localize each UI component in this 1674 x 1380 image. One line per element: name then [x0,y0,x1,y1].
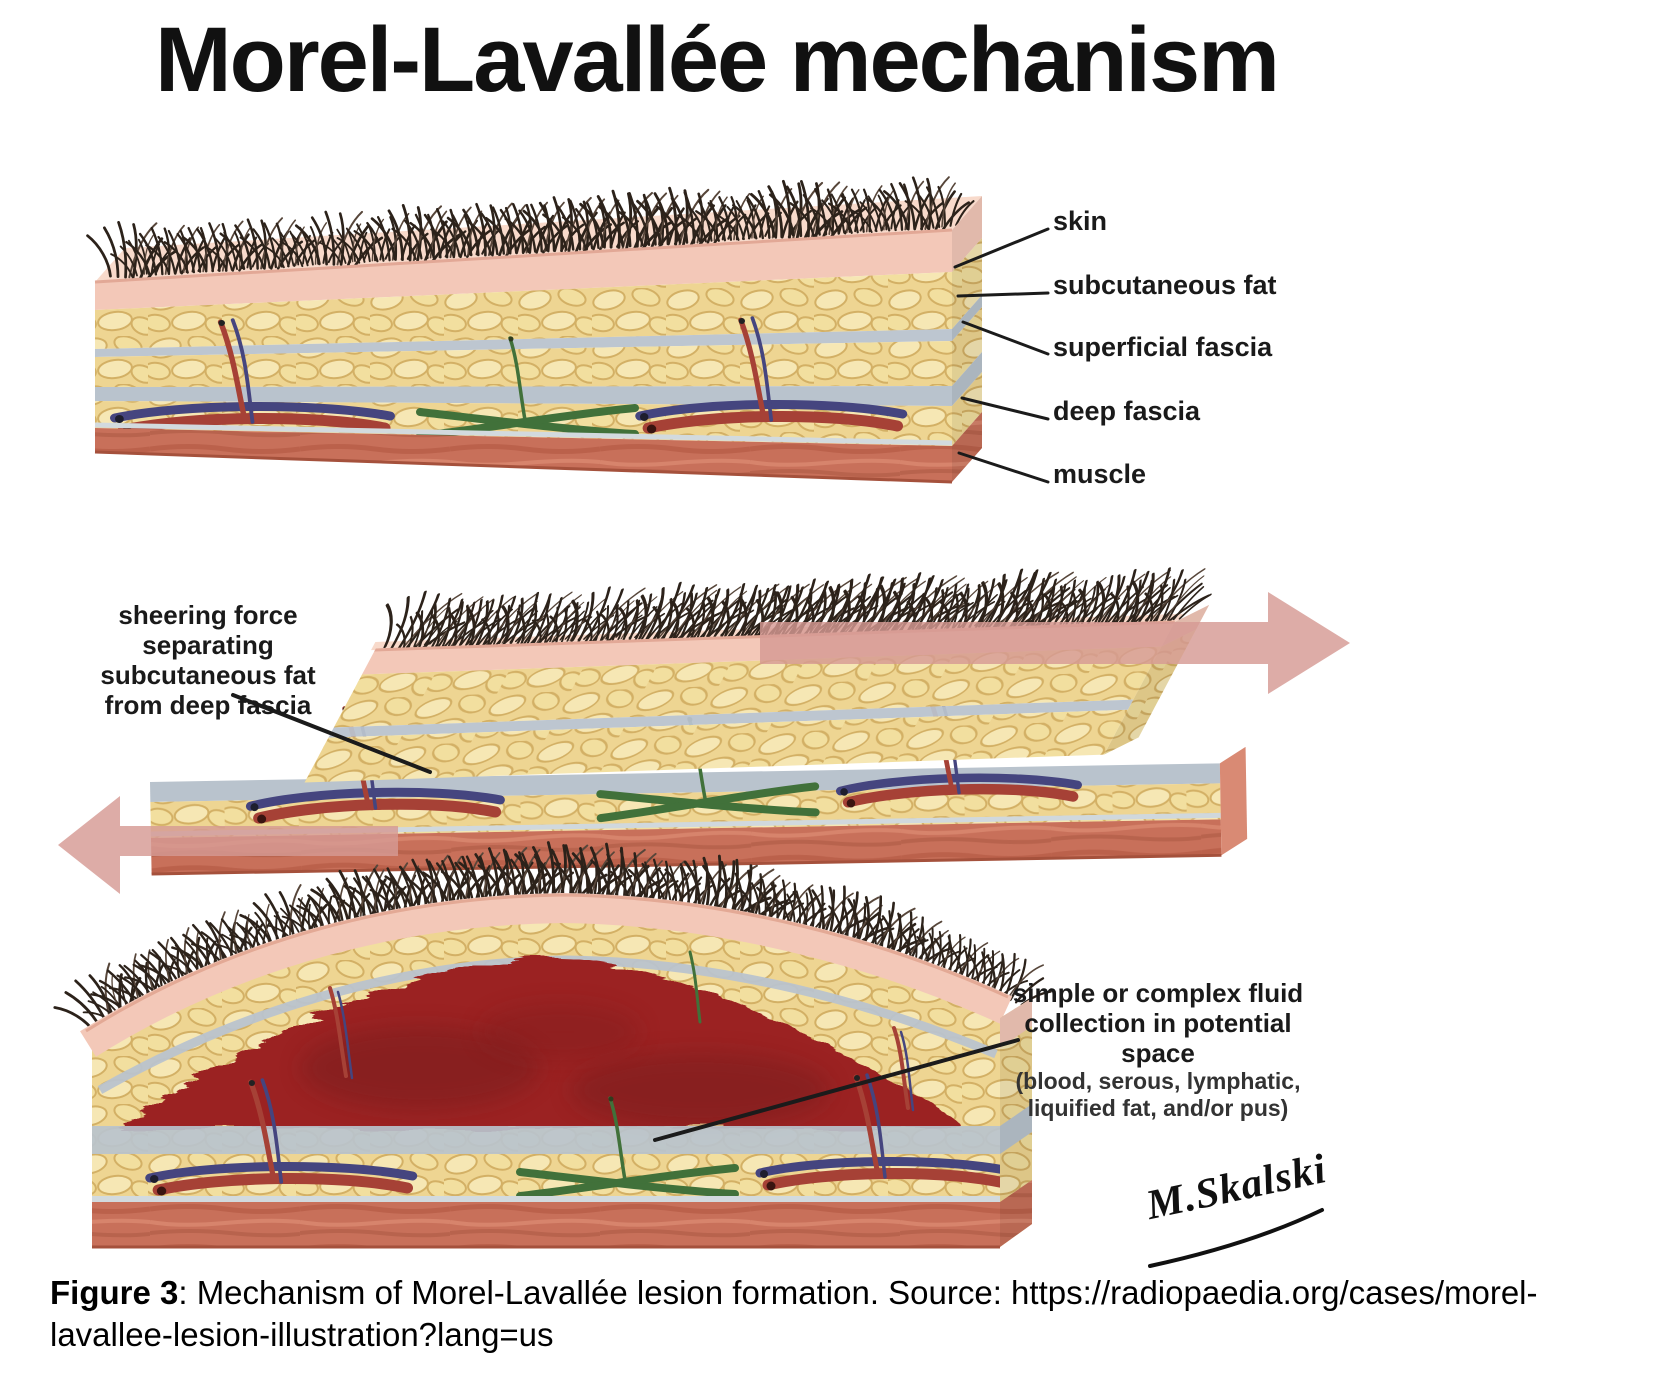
panel2-pointer-line [231,693,432,774]
fluid-annotation-line2: collection in potential space [1024,1008,1292,1068]
shearing-annotation: sheering force separating subcutaneous f… [58,600,358,720]
fluid-annotation-line4: liquified fat, and/or pus) [1027,1095,1289,1121]
panel2-upper-slab [301,563,1226,785]
label-muscle: muscle [1053,459,1147,489]
panel1-side-face [952,196,982,482]
caption-figure-label: Figure 3 [50,1274,179,1311]
fluid-collection-dome [118,958,963,1128]
signature-underline [1148,1208,1324,1268]
page-title: Morel-Lavallée mechanism [155,9,1280,111]
fluid-annotation-line1: simple or complex fluid [1012,978,1304,1008]
panel1-normal-anatomy [83,174,1050,484]
panel3-fluid-collection [46,835,1324,1268]
label-skin: skin [1053,206,1108,236]
shearing-annotation-line1: sheering force separating [118,600,298,660]
fluid-annotation-line3: (blood, serous, lymphatic, [1015,1068,1301,1094]
shearing-annotation-line2: subcutaneous fat [100,660,316,690]
panel3-vessel-sprigs [328,950,915,1112]
panel1-label-lines [953,227,1050,484]
fluid-annotation: simple or complex fluid collection in po… [988,978,1328,1122]
panel3-pointer-line [653,1038,1020,1142]
panel2-shearing [58,563,1350,894]
figure-caption: Figure 3: Mechanism of Morel-Lavallée le… [50,1272,1640,1356]
shear-arrow-left [58,796,398,894]
label-subcutaneous-fat: subcutaneous fat [1053,270,1277,300]
label-deep-fascia: deep fascia [1053,396,1201,426]
label-superficial-fascia: superficial fascia [1053,332,1273,362]
shearing-annotation-line3: from deep fascia [104,690,312,720]
shear-arrow-right [760,592,1350,694]
caption-text: : Mechanism of Morel-Lavallée lesion for… [50,1274,1538,1354]
panel3-side-face [1000,998,1032,1247]
